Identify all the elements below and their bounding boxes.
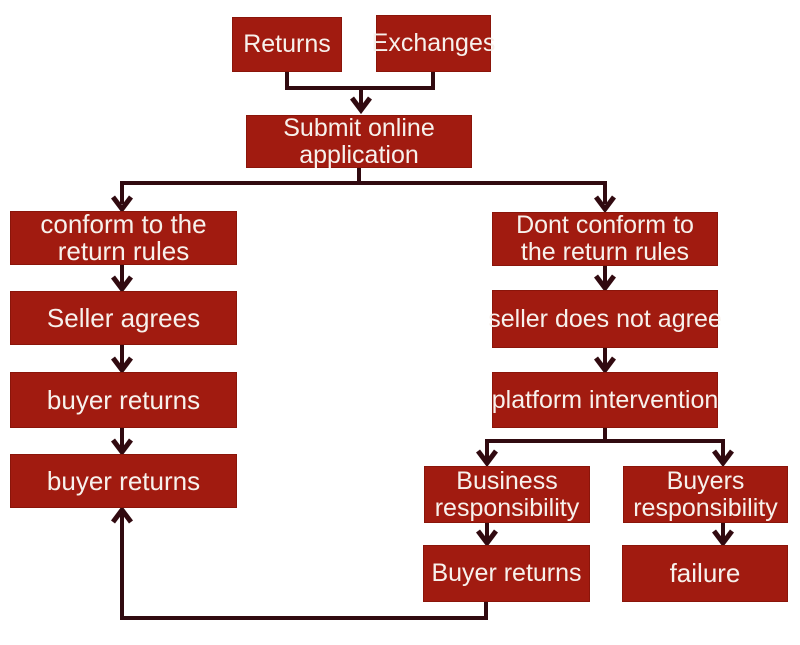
node-seller-does-not-agree-label: seller does not agree [488,304,722,333]
node-business-responsibility: Business responsibility [424,466,590,523]
node-failure-label: failure [669,558,741,588]
node-buyers-responsibility-label: Buyers responsibility [633,466,778,522]
node-buyer-returns-bottom-label: Buyer returns [431,559,582,587]
connector-platform-split [476,428,734,468]
node-conform-rules-label: conform to the return rules [40,209,207,266]
connector-left-column [111,265,133,457]
node-exchanges: Exchanges [372,15,495,72]
node-dont-conform-rules: Dont conform to the return rules [492,212,718,266]
connector-right-column [594,266,616,375]
node-platform-intervention: platform intervention [492,372,718,428]
node-seller-agrees: Seller agrees [10,291,237,345]
node-conform-rules: conform to the return rules [10,211,237,265]
node-buyer-returns-2: buyer returns [10,454,237,508]
node-buyer-returns-bottom: Buyer returns [423,545,590,602]
node-buyer-returns-1: buyer returns [10,372,237,428]
node-returns-label: Returns [243,30,331,58]
node-submit-application: Submit online application [246,113,472,169]
connector-loop-back [111,505,488,620]
node-buyer-returns-1-label: buyer returns [46,384,201,415]
connector-main-split [111,168,616,214]
node-returns: Returns [232,17,342,72]
node-submit-application-label: Submit online application [283,113,435,169]
node-platform-intervention-label: platform intervention [491,385,719,414]
node-seller-agrees-label: Seller agrees [46,302,201,333]
connector-top-merge [285,72,435,115]
node-dont-conform-rules-label: Dont conform to the return rules [516,211,694,266]
node-business-responsibility-label: Business responsibility [434,466,580,522]
node-seller-does-not-agree: seller does not agree [488,290,722,348]
node-failure: failure [622,545,788,602]
node-exchanges-label: Exchanges [371,29,496,57]
node-buyers-responsibility: Buyers responsibility [623,466,788,523]
node-buyer-returns-2-label: buyer returns [46,465,201,496]
connector-responsibility-arrows [476,523,734,548]
